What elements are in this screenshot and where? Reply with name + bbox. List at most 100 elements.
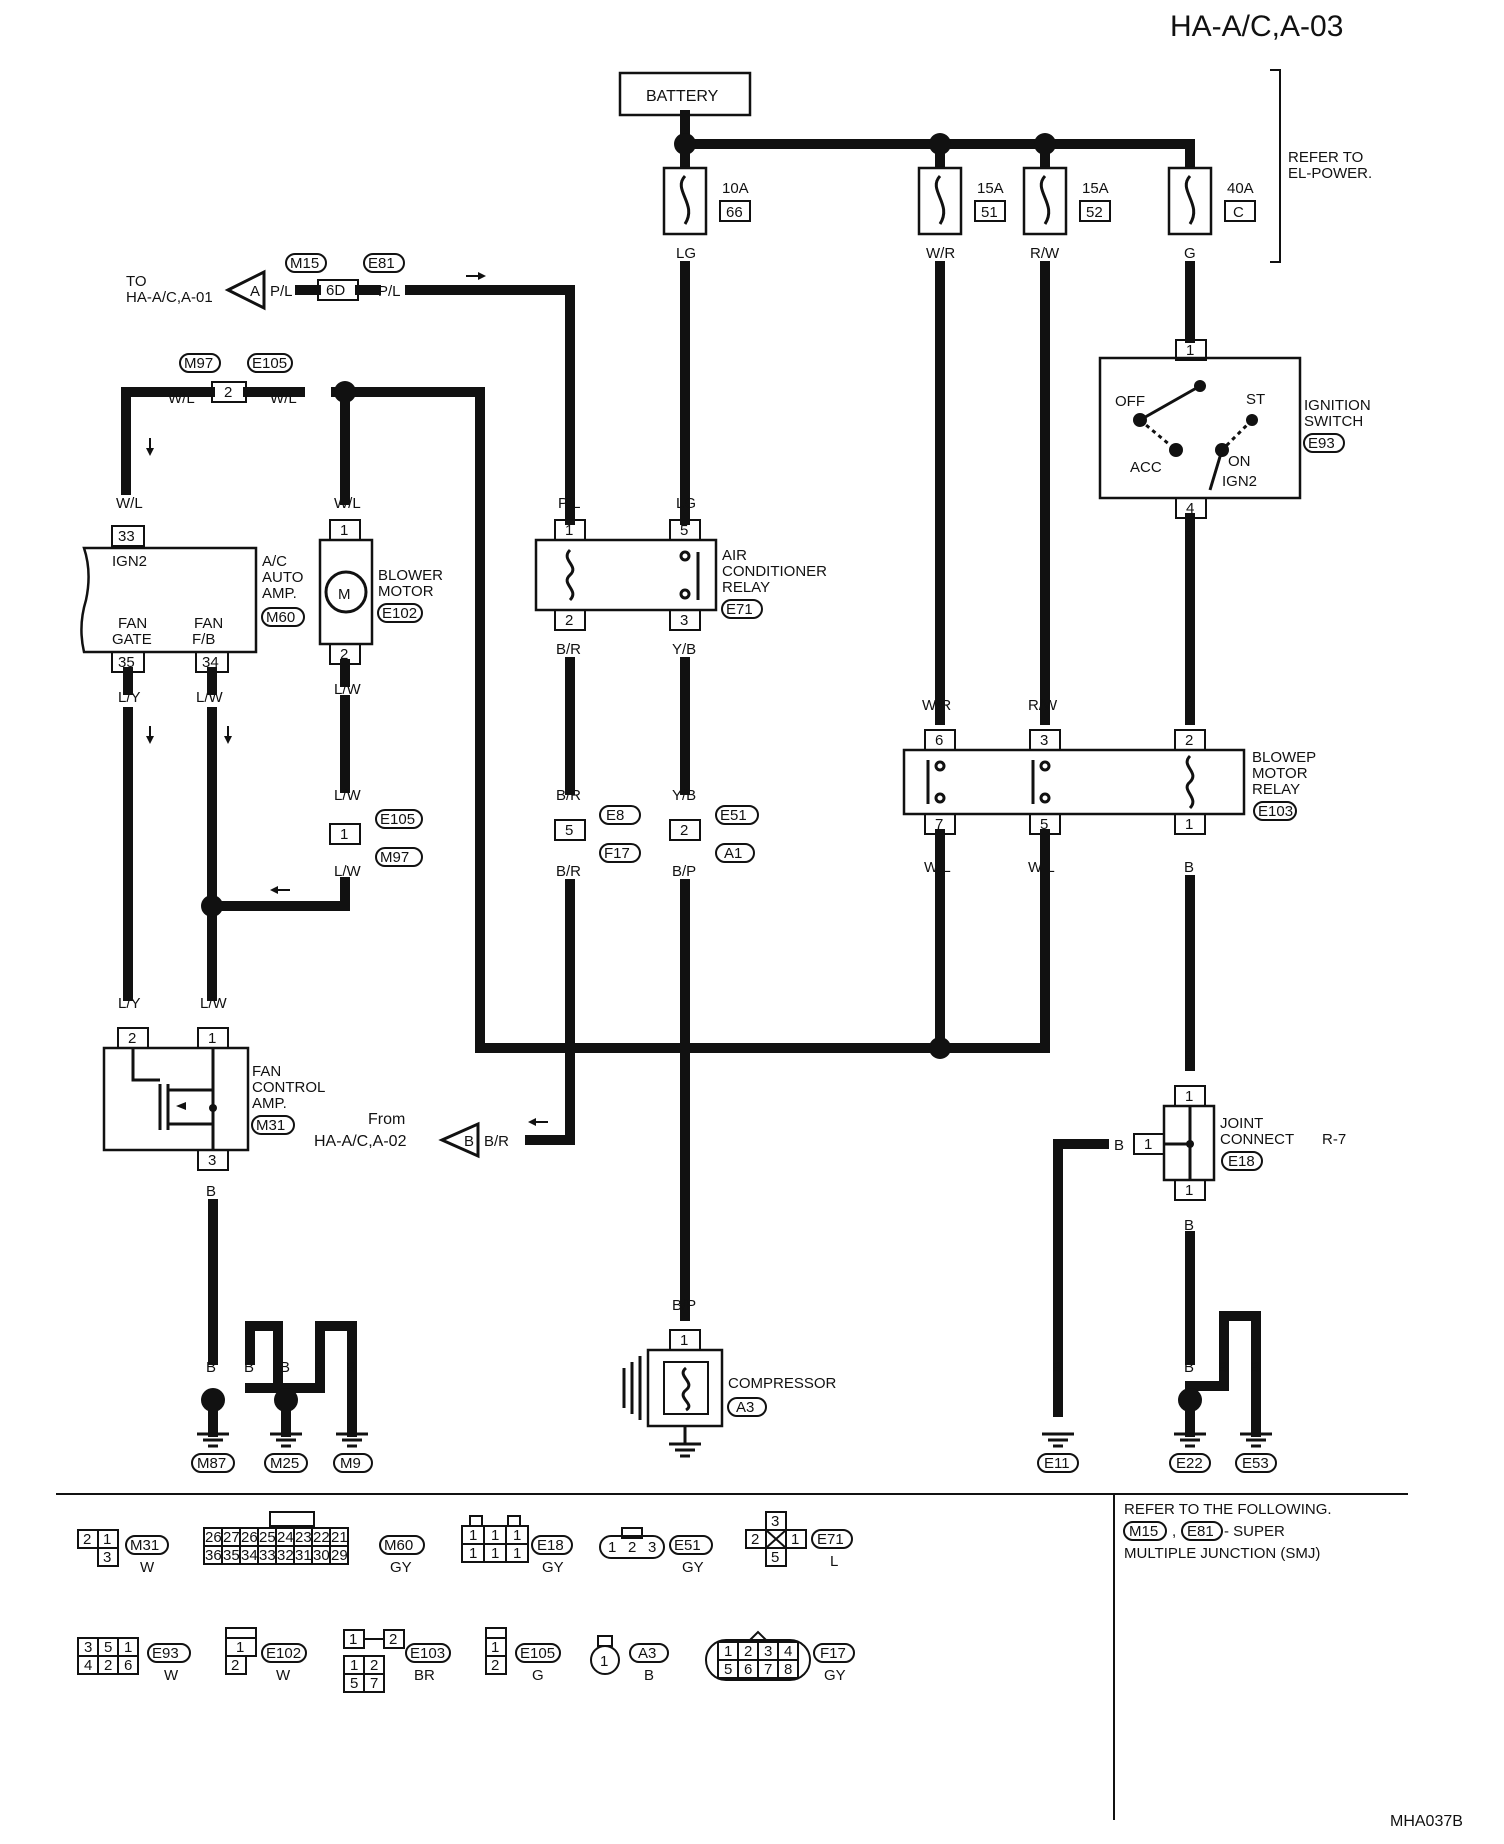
- svg-text:Y/B: Y/B: [672, 641, 696, 658]
- svg-text:1: 1: [680, 1332, 688, 1349]
- svg-text:B: B: [1250, 1359, 1260, 1376]
- svg-text:A3: A3: [736, 1399, 754, 1416]
- svg-text:IGN2: IGN2: [1222, 473, 1257, 490]
- svg-text:W: W: [276, 1667, 291, 1684]
- connector-pin-label: 4: [784, 1643, 792, 1660]
- svg-text:2: 2: [565, 612, 573, 629]
- svg-text:2: 2: [231, 1657, 239, 1674]
- svg-text:B: B: [206, 1183, 216, 1200]
- svg-text:1: 1: [236, 1639, 244, 1656]
- connector-pin-label: 27: [223, 1529, 240, 1546]
- svg-text:E93: E93: [152, 1645, 179, 1662]
- svg-text:ON: ON: [1228, 453, 1251, 470]
- connector-pin-label: 30: [313, 1547, 330, 1564]
- svg-text:B: B: [1184, 859, 1194, 876]
- svg-text:4: 4: [1186, 500, 1194, 517]
- svg-text:E105: E105: [520, 1645, 555, 1662]
- svg-text:R/W: R/W: [1028, 697, 1058, 714]
- svg-text:IGN2: IGN2: [112, 553, 147, 570]
- page-id: HA-A/C,A-03: [1170, 10, 1343, 43]
- svg-text:1: 1: [103, 1531, 111, 1548]
- svg-text:E105: E105: [252, 355, 287, 372]
- svg-text:G: G: [1184, 245, 1196, 262]
- connector-pin-label: 1: [513, 1545, 521, 1562]
- svg-text:A: A: [250, 283, 260, 300]
- svg-text:M60: M60: [384, 1537, 413, 1554]
- svg-text:FAN: FAN: [194, 615, 223, 632]
- wire-wl-main: [331, 387, 945, 1053]
- svg-text:E103: E103: [1258, 803, 1293, 820]
- svg-text:IGNITION: IGNITION: [1304, 397, 1371, 414]
- svg-text:REFER TO THE FOLLOWING.: REFER TO THE FOLLOWING.: [1124, 1501, 1332, 1518]
- svg-text:E71: E71: [817, 1531, 844, 1548]
- svg-text:W/R: W/R: [922, 697, 951, 714]
- svg-text:2: 2: [628, 1539, 636, 1556]
- svg-text:B: B: [1114, 1137, 1124, 1154]
- svg-text:2: 2: [1185, 732, 1193, 749]
- svg-text:W: W: [140, 1559, 155, 1576]
- svg-text:M25: M25: [270, 1455, 299, 1472]
- connector-e51: 1 2 3 E51 GY: [599, 1527, 713, 1576]
- connector-cell: [117, 1655, 139, 1675]
- wire-lw-join: [207, 877, 350, 911]
- svg-text:E81: E81: [368, 255, 395, 272]
- svg-text:B: B: [464, 1133, 474, 1150]
- fan-control-amp: L/Y L/W 2 1 3 FAN CONTROL AMP. M31 B: [102, 995, 325, 1200]
- svg-text:B: B: [644, 1667, 654, 1684]
- svg-text:E8: E8: [606, 807, 624, 824]
- svg-text:F17: F17: [604, 845, 630, 862]
- connector-pin-label: 6: [744, 1661, 752, 1678]
- svg-text:GY: GY: [390, 1559, 412, 1576]
- svg-text:15A: 15A: [977, 180, 1004, 197]
- svg-text:W: W: [164, 1667, 179, 1684]
- svg-text:M31: M31: [130, 1537, 159, 1554]
- connector-pin-label: 25: [259, 1529, 276, 1546]
- svg-text:HA-A/C,A-02: HA-A/C,A-02: [314, 1133, 407, 1150]
- svg-text:B/P: B/P: [672, 1297, 696, 1314]
- svg-text:AUTO: AUTO: [262, 569, 303, 586]
- connector-pin-label: 2: [389, 1631, 397, 1648]
- battery-label: BATTERY: [646, 88, 719, 105]
- svg-text:2: 2: [128, 1030, 136, 1047]
- svg-text:B: B: [346, 1359, 356, 1376]
- svg-text:JOINT: JOINT: [1220, 1115, 1263, 1132]
- svg-text:E18: E18: [1228, 1153, 1255, 1170]
- svg-text:W/L: W/L: [270, 390, 297, 407]
- svg-text:E102: E102: [266, 1645, 301, 1662]
- power-bus: [674, 110, 1195, 173]
- e8-f17: B/R 5 E8 F17 B/R: [554, 787, 641, 880]
- svg-text:E11: E11: [1044, 1455, 1070, 1472]
- svg-text:3: 3: [680, 612, 688, 629]
- svg-text:GY: GY: [542, 1559, 564, 1576]
- svg-text:2: 2: [680, 822, 688, 839]
- svg-text:W/L: W/L: [168, 390, 195, 407]
- svg-text:AMP.: AMP.: [252, 1095, 287, 1112]
- connector-pin-label: 35: [223, 1547, 240, 1564]
- svg-text:BLOWER: BLOWER: [378, 567, 443, 584]
- svg-text:L: L: [830, 1553, 838, 1570]
- svg-text:AIR: AIR: [722, 547, 747, 564]
- svg-text:E103: E103: [410, 1645, 445, 1662]
- connector-pin-label: 22: [313, 1529, 330, 1546]
- connector-pin-label: 32: [277, 1547, 294, 1564]
- svg-text:7: 7: [935, 816, 943, 833]
- connector-pin-label: 6: [124, 1657, 132, 1674]
- connector-a3: 1 A3 B: [590, 1635, 669, 1684]
- svg-text:E93: E93: [1308, 435, 1335, 452]
- svg-text:L/W: L/W: [334, 863, 362, 880]
- connector-e105: 1 2 E105 G: [485, 1627, 561, 1684]
- svg-text:F17: F17: [820, 1645, 846, 1662]
- svg-text:FAN: FAN: [252, 1063, 281, 1080]
- refer-bracket: [1270, 69, 1281, 263]
- connector-pin-label: 26: [205, 1529, 222, 1546]
- svg-text:BLOWEP: BLOWEP: [1252, 749, 1316, 766]
- svg-text:LG: LG: [676, 495, 696, 512]
- blower-motor: W/L 1 M 2 BLOWER MOTOR E102 L/W: [318, 387, 443, 698]
- wire-label-r2: R: [1184, 697, 1195, 714]
- svg-text:CONDITIONER: CONDITIONER: [722, 563, 827, 580]
- svg-text:35: 35: [118, 654, 135, 671]
- svg-text:6: 6: [935, 732, 943, 749]
- svg-text:F/B: F/B: [192, 631, 215, 648]
- connector-pin-label: 1: [513, 1527, 521, 1544]
